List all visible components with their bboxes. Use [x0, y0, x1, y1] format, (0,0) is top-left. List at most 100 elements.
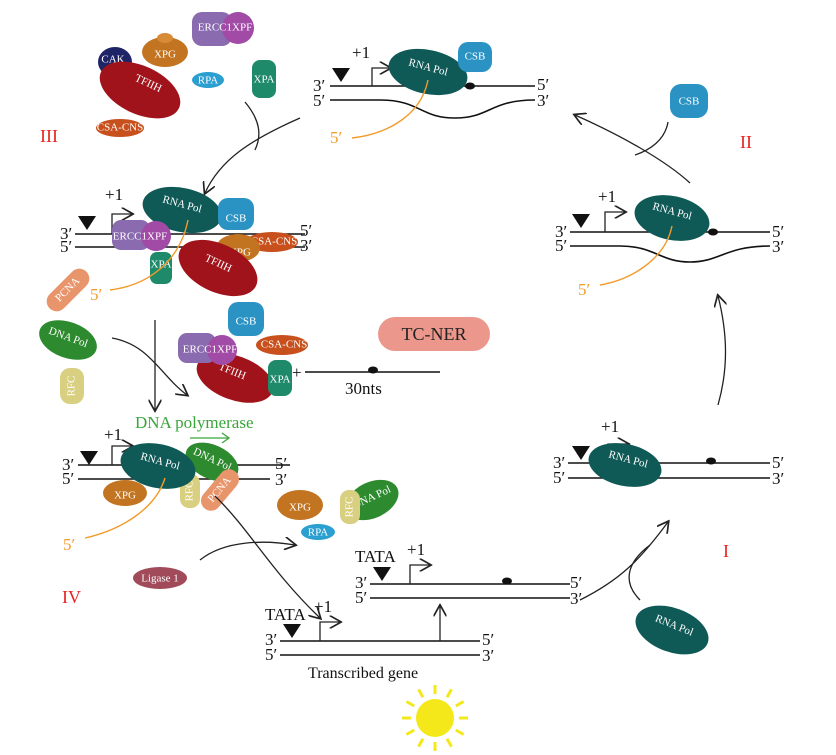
tata-label: TATA	[265, 605, 306, 624]
tss-arrow	[111, 446, 132, 465]
damaged-gene: TATA +1 3′ 5′ 5′ 3′	[355, 540, 582, 608]
ercc1xpf-protein: ERCC1XPF	[178, 333, 237, 365]
csb-protein: CSB	[218, 198, 254, 230]
rna-pol-protein: RNA Pol	[634, 195, 710, 241]
tc-ner-label: TC-NER	[402, 324, 467, 344]
strand-end-label: 3′	[275, 470, 287, 489]
strand-end-label: 5′	[772, 453, 784, 472]
arrow-protein-recruit	[244, 101, 260, 151]
rna-5prime-label: 5′	[578, 280, 590, 299]
protein-label: XPA	[254, 74, 275, 86]
rna-pol-protein: RNA Pol	[120, 443, 196, 489]
arrow-iii-to-assembly	[205, 117, 301, 193]
stage-label-iii: III	[40, 126, 58, 146]
plus-one-label: +1	[598, 187, 616, 206]
dna-lesion	[706, 457, 716, 465]
arrow-pol-join	[628, 544, 651, 601]
rna-pol-protein: RNA Pol	[142, 186, 222, 234]
protein-label: CSB	[465, 51, 486, 63]
strand-end-label: 3′	[355, 573, 367, 592]
tata-box-marker	[373, 567, 391, 581]
rna-pol-protein: RNA Pol	[635, 605, 709, 655]
tata-box-marker	[572, 446, 590, 460]
rpa-protein: RPA	[192, 72, 224, 88]
repair-complex-assembled: +1 3′ 5′ 5′ 3′ CSA-CNS RNA Pol CSB XPG E…	[60, 185, 312, 304]
strand-end-label: 3′	[570, 589, 582, 608]
strand-end-label: 3′	[772, 469, 784, 488]
strand-end-label: 3′	[772, 237, 784, 256]
strand-end-label: 3′	[62, 455, 74, 474]
plus-one-label: +1	[352, 43, 370, 62]
stage-label-iv: IV	[62, 587, 81, 607]
rna-pol-protein: RNA Pol	[388, 48, 468, 96]
csa-cns-protein: CSA-CNS	[256, 335, 308, 355]
nascent-rna	[599, 225, 673, 286]
ercc1xpf-protein: ERCC1XPF	[112, 220, 171, 251]
sun-ray	[405, 728, 415, 736]
strand-end-label: 5′	[482, 630, 494, 649]
plus-sign: +	[292, 363, 302, 382]
rna-5prime-label: 5′	[90, 285, 102, 304]
tss-arrow	[319, 622, 340, 641]
strand-end-label: 5′	[537, 75, 549, 94]
arrow-to-i	[579, 522, 668, 601]
sun-ray	[405, 700, 415, 708]
excised-complex: CSA-CNS CSB TFIIH ERCC1XPF XPA + 30nts	[178, 302, 440, 403]
strand-end-label: 5′	[555, 236, 567, 255]
arrow-iv-to-gene	[214, 495, 320, 618]
arrow-i-to-ii	[718, 296, 726, 406]
protein-label: RPA	[198, 75, 218, 87]
stage-ii-dna-complex: +1 3′ 5′ 5′ 3′ RNA Pol 5′	[555, 187, 784, 299]
transcribed-gene: TATA +1 3′ 5′ 5′ 3′ Transcribed gene	[265, 597, 494, 682]
plus-one-label: +1	[407, 540, 425, 559]
dna-lesion	[502, 577, 512, 585]
rna-pol-protein: RNA Pol	[588, 443, 662, 487]
dna-lesion	[368, 366, 378, 374]
protein-label: CSA-CNS	[261, 339, 307, 351]
top-dna-complex: +1 3′ 5′ 5′ 3′ RNA Pol CSB 5′	[313, 42, 549, 147]
protein-label: XPA	[270, 374, 291, 386]
strand-end-label: 3′	[60, 224, 72, 243]
protein-label: CSB	[236, 316, 257, 328]
cycle-arrows	[111, 101, 726, 618]
plus-one-label: +1	[314, 597, 332, 616]
ligase-protein: Ligase 1	[133, 567, 187, 589]
rfc-protein: RFC	[340, 490, 360, 524]
csb-protein: CSB	[458, 42, 492, 72]
nascent-rna	[351, 79, 429, 139]
protein-label: ERCC1XPF	[113, 231, 167, 243]
stage-label-i: I	[723, 541, 729, 561]
arrow-csb-join	[634, 121, 669, 156]
plus-one-label: +1	[105, 185, 123, 204]
dna-strand	[570, 245, 771, 263]
strand-end-label: 3′	[537, 91, 549, 110]
strand-end-label: 5′	[275, 454, 287, 473]
protein-label: ERCC1XPF	[183, 344, 237, 356]
protein-label: CSB	[226, 213, 247, 225]
oligo-length-label: 30nts	[345, 379, 382, 398]
tss-arrow	[111, 214, 132, 234]
csb-protein: CSB	[228, 302, 264, 336]
arrow-to-excised	[111, 337, 187, 395]
tfiih-protein: TFIIH	[196, 353, 274, 403]
protein-label: XPG	[154, 49, 176, 61]
xpa-protein: XPA	[252, 60, 276, 98]
strand-end-label: 5′	[313, 91, 325, 110]
sun-ray	[455, 700, 465, 708]
protein-label: CSA-CNS	[97, 122, 143, 134]
stage-label-ii: II	[740, 132, 752, 152]
rna-5prime-label: 5′	[63, 535, 75, 554]
xpg-protein: XPG	[103, 480, 147, 506]
stage-iv-dna-complex: +1 3′ 5′ 5′ 3′ DNA Pol XPG RFC PCNA RNA …	[62, 425, 290, 554]
strand-end-label: 3′	[553, 453, 565, 472]
csa-cns-protein: CSA-CNS	[96, 119, 144, 137]
stage-i-dna-complex: +1 3′ 5′ 5′ 3′ RNA Pol	[553, 417, 784, 488]
strand-end-label: 3′	[313, 76, 325, 95]
plus-one-label: +1	[104, 425, 122, 444]
strand-end-label: 3′	[300, 236, 312, 255]
strand-end-label: 5′	[772, 222, 784, 241]
strand-end-label: 5′	[300, 221, 312, 240]
protein-label: Ligase 1	[141, 573, 179, 585]
strand-end-label: 5′	[265, 645, 277, 664]
